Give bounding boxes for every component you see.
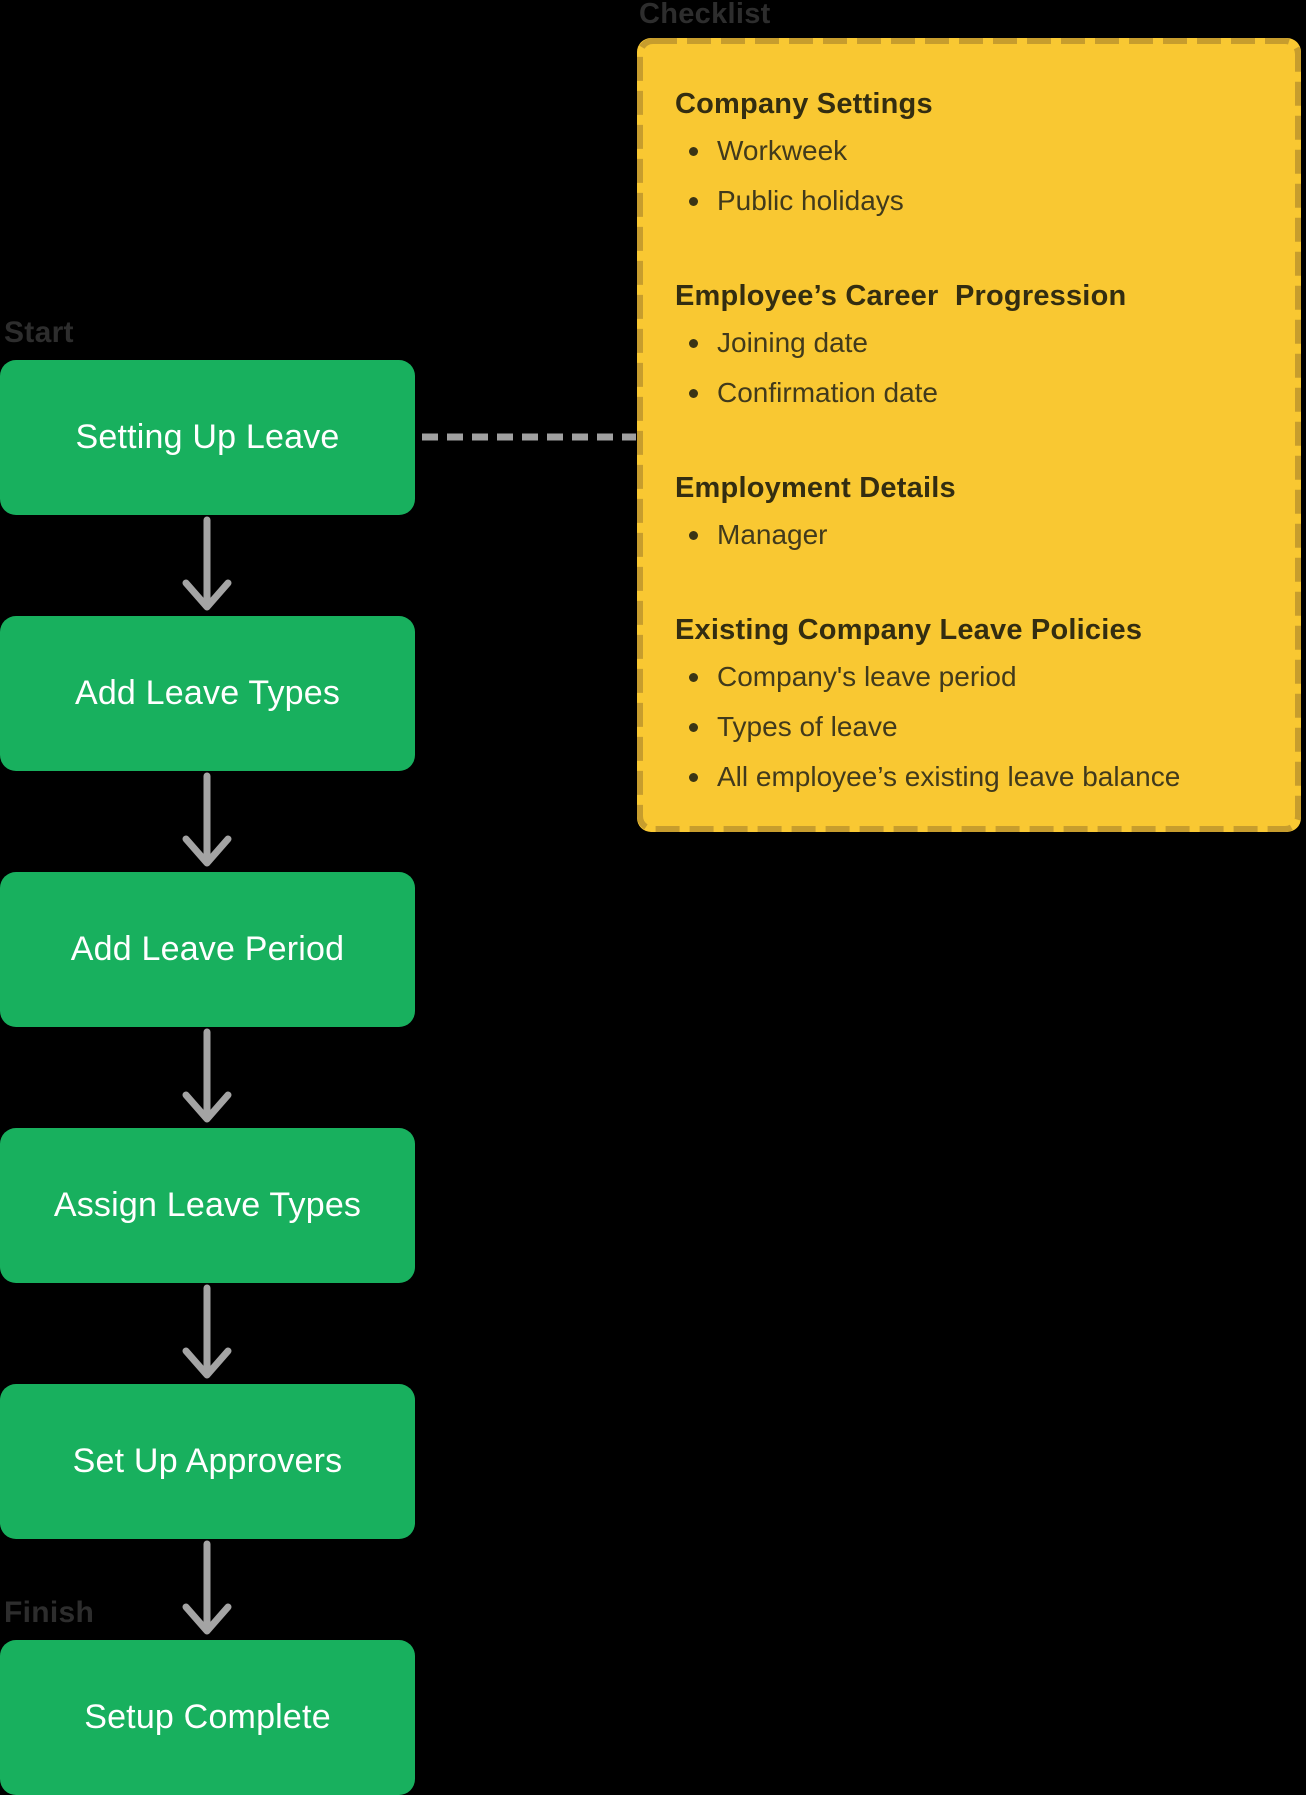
checklist-section-company-settings: Company Settings Workweek Public holiday… [675, 84, 1279, 226]
checklist-section-existing-leave-policies: Existing Company Leave Policies Company'… [675, 610, 1279, 802]
arrow-down-icon [182, 1284, 232, 1379]
section-items: Joining date Confirmation date [675, 318, 1279, 418]
flow-node-setup-complete: Setup Complete [0, 1640, 415, 1795]
flow-node-add-leave-types: Add Leave Types [0, 616, 415, 771]
finish-label: Finish [4, 1596, 95, 1629]
checklist-content: Company Settings Workweek Public holiday… [675, 84, 1279, 802]
checklist-item: Public holidays [675, 176, 1279, 226]
arrow-down-icon [182, 1028, 232, 1123]
flow-node-setting-up-leave: Setting Up Leave [0, 360, 415, 515]
checklist-item: Confirmation date [675, 368, 1279, 418]
arrow-down-icon [182, 516, 232, 611]
checklist-label: Checklist [639, 0, 771, 30]
section-items: Company's leave period Types of leave Al… [675, 652, 1279, 802]
flow-node-label: Setting Up Leave [75, 418, 340, 456]
checklist-item: Types of leave [675, 702, 1279, 752]
arrow-down-icon [182, 772, 232, 867]
section-items: Workweek Public holidays [675, 126, 1279, 226]
section-heading: Employment Details [675, 472, 956, 504]
flow-node-label: Add Leave Types [74, 674, 341, 712]
section-heading: Company Settings [675, 88, 933, 120]
flow-node-add-leave-period: Add Leave Period [0, 872, 415, 1027]
checklist-item: All employee’s existing leave balance [675, 752, 1279, 802]
checklist-panel: Company Settings Workweek Public holiday… [637, 38, 1301, 832]
checklist-section-career-progression: Employee’s Career Progression Joining da… [675, 276, 1279, 418]
checklist-item: Company's leave period [675, 652, 1279, 702]
section-items: Manager [675, 510, 1279, 560]
section-heading: Employee’s Career Progression [675, 280, 1127, 312]
dashed-connector-line [422, 433, 636, 441]
checklist-item: Manager [675, 510, 1279, 560]
flow-node-set-up-approvers: Set Up Approvers [0, 1384, 415, 1539]
flow-node-label: Assign Leave Types [53, 1186, 362, 1224]
checklist-item: Workweek [675, 126, 1279, 176]
checklist-item: Joining date [675, 318, 1279, 368]
arrow-down-icon [182, 1540, 232, 1635]
flow-node-label: Setup Complete [84, 1698, 331, 1736]
flow-node-label: Set Up Approvers [72, 1442, 343, 1480]
flow-node-label: Add Leave Period [70, 930, 345, 968]
start-label: Start [4, 316, 74, 349]
section-heading: Existing Company Leave Policies [675, 614, 1143, 646]
checklist-section-employment-details: Employment Details Manager [675, 468, 1279, 560]
flow-node-assign-leave-types: Assign Leave Types [0, 1128, 415, 1283]
